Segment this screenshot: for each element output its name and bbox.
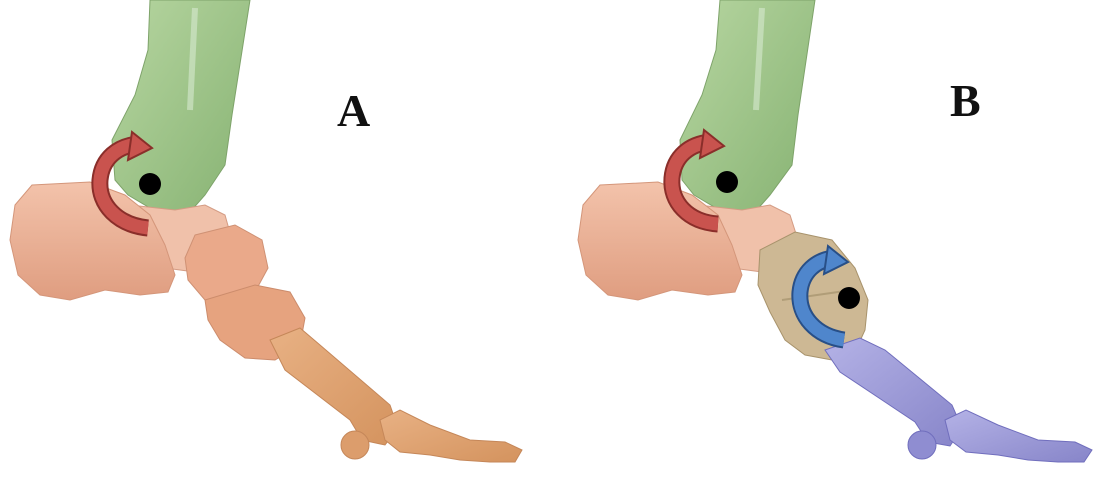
tibia-bone [680, 0, 815, 214]
foot-skeleton-b [570, 0, 1097, 477]
midfoot-pivot-point [838, 287, 860, 309]
phalanges-bone [945, 410, 1092, 462]
metatarsal-bone [825, 338, 962, 446]
panel-b: B [570, 0, 1097, 477]
ankle-pivot-point [139, 173, 161, 195]
panel-a: A [0, 0, 560, 477]
panel-label-b: B [950, 78, 981, 124]
ankle-pivot-point [716, 171, 738, 193]
metatarsal-bone [270, 328, 398, 445]
foot-skeleton-a [0, 0, 560, 477]
tibia-bone [112, 0, 250, 214]
panel-label-a: A [337, 88, 370, 134]
phalanges-bone [380, 410, 522, 462]
